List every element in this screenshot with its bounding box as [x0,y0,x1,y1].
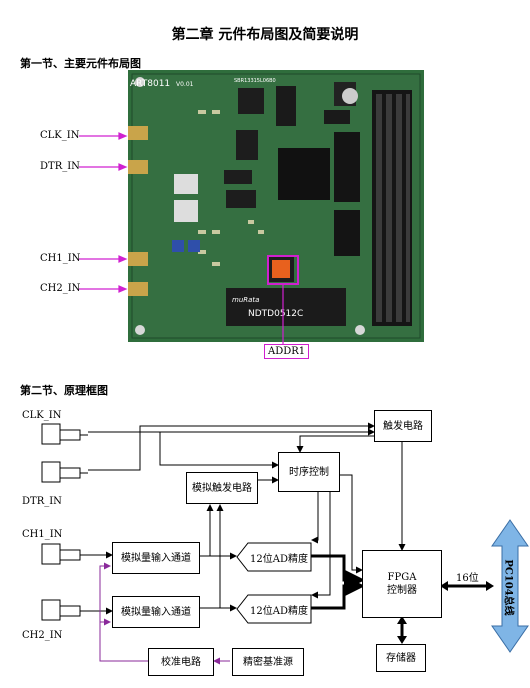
svg-text:NDTD0512C: NDTD0512C [248,309,303,319]
pc104-bus-label: PC104总线 [502,559,514,616]
ad-converter-2-block: 12位AD精度 [236,594,312,624]
storage-block: 存储器 [376,644,426,672]
board-photo: ART8011 V0.01 SBR13315L06B0 NDTD0512C mu… [128,70,424,342]
sma-connector-icon [128,126,148,296]
bus-width-label: 16位 [456,573,479,584]
controller-label: 控制器 [387,585,417,596]
photo-clk-in-label: CLK_IN [40,130,80,141]
svg-text:ART8011: ART8011 [130,79,170,89]
section2-heading: 第二节、原理框图 [20,384,108,397]
bnc-connector-icon [41,423,88,621]
fpga-controller-block: FPGA 控制器 [362,550,442,618]
photo-addr1-label: ADDR1 [264,344,310,359]
calibration-block: 校准电路 [148,648,214,676]
svg-text:SBR13315L06B0: SBR13315L06B0 [234,78,276,84]
section1-heading: 第一节、主要元件布局图 [20,57,141,70]
timing-control-block: 时序控制 [278,452,340,492]
diagram-dtr-in-label: DTR_IN [22,496,62,507]
photo-ch1-in-label: CH1_IN [40,253,81,264]
photo-ch2-in-label: CH2_IN [40,283,81,294]
analog-input-channel-1-block: 模拟量输入通道 [112,542,200,574]
trigger-circuit-block: 触发电路 [374,410,432,442]
svg-text:muRata: muRata [232,296,259,304]
ad-converter-1-block: 12位AD精度 [236,542,312,572]
diagram-clk-in-label: CLK_IN [22,410,62,421]
svg-text:V0.01: V0.01 [176,81,194,88]
reference-source-block: 精密基准源 [232,648,304,676]
analog-trigger-block: 模拟触发电路 [186,472,258,504]
chapter-title: 第二章 元件布局图及简要说明 [171,27,359,43]
fpga-label: FPGA [387,572,417,583]
diagram-ch2-in-label: CH2_IN [22,630,63,641]
pc104-bus-arrow [491,519,529,653]
analog-input-channel-2-block: 模拟量输入通道 [112,596,200,628]
diagram-ch1-in-label: CH1_IN [22,529,63,540]
photo-dtr-in-label: DTR_IN [40,161,80,172]
